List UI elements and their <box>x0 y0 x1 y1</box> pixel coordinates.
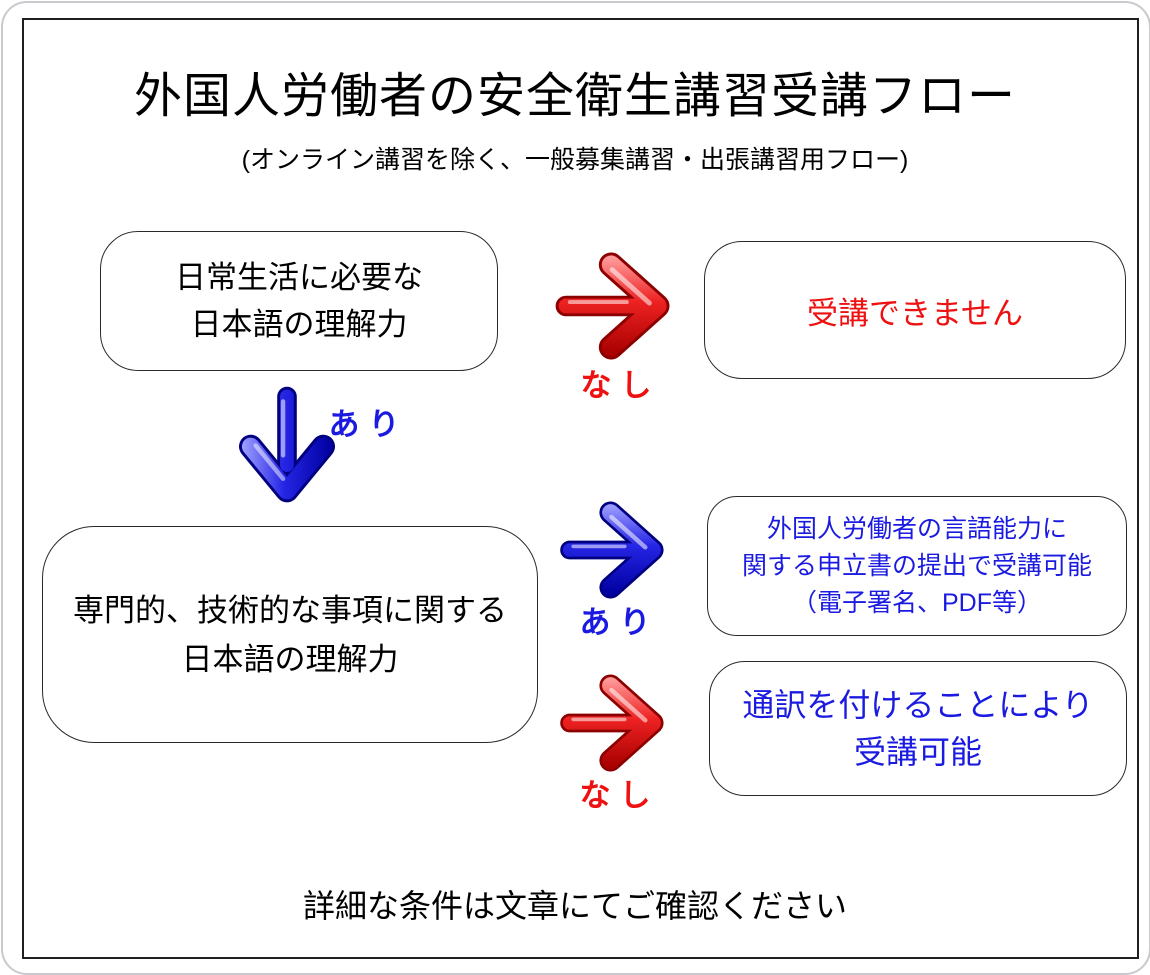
node-technical-japanese-line1: 専門的、技術的な事項に関する <box>73 592 507 628</box>
node-daily-japanese-line2: 日本語の理解力 <box>190 307 408 342</box>
edge-label-no-top: なし <box>580 368 661 403</box>
page-title: 外国人労働者の安全衛生講習受講フロー <box>133 70 1016 123</box>
node-technical-japanese-line2: 日本語の理解力 <box>181 641 399 677</box>
footer-note: 詳細な条件は文章にてご確認ください <box>302 888 847 924</box>
node-daily-japanese-line1: 日常生活に必要な <box>175 260 423 295</box>
inner-frame-border <box>22 18 1139 959</box>
node-statement-line1: 外国人労働者の言語能力に <box>766 514 1067 543</box>
edge-label-no-bottom: なし <box>579 778 660 813</box>
node-cannot-attend-label: 受講できません <box>806 295 1024 331</box>
arrow-right-blue-yes-icon <box>560 501 664 599</box>
node-interpreter-line2: 受講可能 <box>853 733 982 770</box>
edge-label-yes-mid: あり <box>579 605 660 640</box>
page-subtitle: (オンライン講習を除く、一般募集講習・出張講習用フロー) <box>241 146 909 174</box>
edge-label-yes-down: あり <box>328 407 409 442</box>
arrow-right-red-no-icon <box>555 252 670 360</box>
node-statement-line2: 関する申立書の提出で受講可能 <box>741 551 1092 580</box>
node-statement-line3: （電子署名、PDF等） <box>791 588 1042 617</box>
arrow-right-red-no-bottom-icon <box>560 674 664 772</box>
node-interpreter-line1: 通訳を付けることにより <box>742 686 1094 723</box>
node-technical-japanese: 専門的、技術的な事項に関する 日本語の理解力 <box>42 526 538 743</box>
node-interpreter-allowed: 通訳を付けることにより 受講可能 <box>709 661 1127 796</box>
node-daily-japanese: 日常生活に必要な 日本語の理解力 <box>100 231 498 371</box>
node-statement-submission: 外国人労働者の言語能力に 関する申立書の提出で受講可能 （電子署名、PDF等） <box>707 496 1127 636</box>
arrow-down-blue-yes-icon <box>238 386 336 503</box>
node-cannot-attend: 受講できません <box>704 241 1126 379</box>
